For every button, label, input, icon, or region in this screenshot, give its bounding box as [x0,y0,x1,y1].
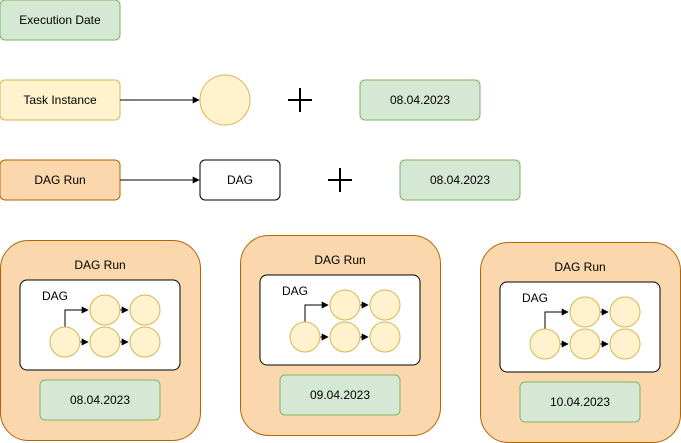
task-node [609,296,641,328]
task-node [329,321,361,353]
task-node [369,321,401,353]
task-node [569,328,601,360]
execution-date-box: Execution Date [0,0,121,41]
dag-run-label: DAG Run [34,173,85,187]
dag-graph-label: DAG [522,291,548,305]
dag-graph: DAG [499,281,661,373]
dag-run-title: DAG Run [314,253,365,267]
dag-run-title: DAG Run [554,260,605,274]
task-instance-box: Task Instance [0,79,121,121]
plus-sign-dag [328,168,352,192]
run-date: 10.04.2023 [550,395,610,409]
dag-run-container-1: DAG Run DAG 08.04.2023 [0,240,201,441]
dag-run-title: DAG Run [74,258,125,272]
task-instance-date: 08.04.2023 [390,93,450,107]
plus-sign-task [288,88,312,112]
dag-run-date: 08.04.2023 [430,173,490,187]
task-node-circle [199,74,251,126]
task-instance-date-box: 08.04.2023 [359,79,481,121]
dag-label: DAG [227,173,253,187]
dag-graph: DAG [19,279,181,371]
task-instance-label: Task Instance [23,93,97,107]
dag-graph-label: DAG [42,289,68,303]
dag-run-box: DAG Run [0,159,121,201]
task-node [49,326,81,358]
dag-graph: DAG [259,274,421,366]
dag-run-date-box: 08.04.2023 [399,159,521,201]
task-node [369,289,401,321]
task-node [529,328,561,360]
dag-run-container-2: DAG Run DAG 09.04.2023 [240,235,441,436]
run-date-box: 08.04.2023 [39,379,161,421]
dag-graph-label: DAG [282,284,308,298]
task-node [89,294,121,326]
task-node [129,326,161,358]
run-date-box: 09.04.2023 [279,374,401,416]
execution-date-label: Execution Date [19,13,101,27]
task-node [289,321,321,353]
task-node [329,289,361,321]
dag-box: DAG [199,159,281,201]
run-date-box: 10.04.2023 [519,381,641,423]
dag-run-container-3: DAG Run DAG 10.04.2023 [480,242,681,443]
task-node [569,296,601,328]
task-node [129,294,161,326]
run-date: 08.04.2023 [70,393,130,407]
run-date: 09.04.2023 [310,388,370,402]
task-node [89,326,121,358]
task-node [609,328,641,360]
